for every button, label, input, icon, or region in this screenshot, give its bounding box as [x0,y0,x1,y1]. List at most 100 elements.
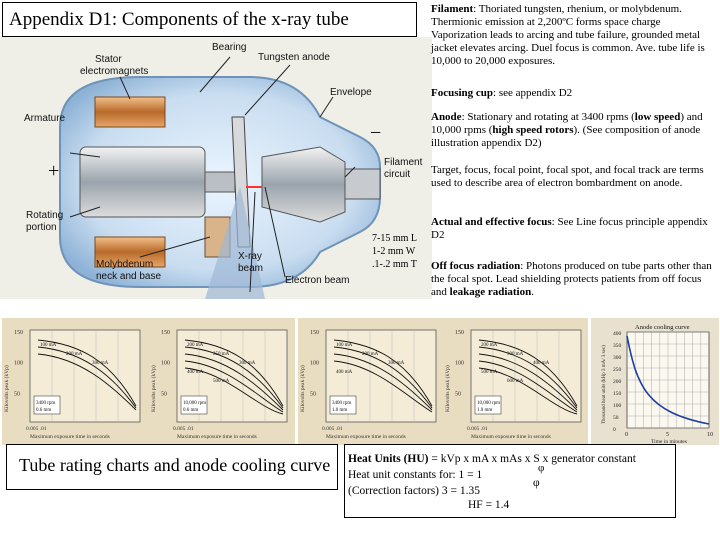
xray-tube-diagram: Stator electromagnets Bearing Tungsten a… [0,37,432,299]
series-label: 200 mA [362,352,379,357]
rating-curve [333,353,433,411]
heat-phi-sub: φ [538,462,545,474]
series-label: 100 mA [336,343,353,348]
note-off-focus-text: : Photons produced on tube parts other t… [431,260,712,298]
heat-formula-line: Heat Units (HU) = kVp x mA x mAs x S x g… [348,451,636,467]
x-tick-label: 0.005 .01 [173,426,194,432]
cooling-curve [626,335,710,425]
note-anode-low: low speed [634,111,681,123]
y-tick-label: 150 [455,330,464,336]
armature-rotor [79,146,206,218]
spec-focus: 1.0 mm [477,408,492,413]
cooling-y-tick: 200 [613,379,622,385]
x-tick-label: 0.005 .01 [26,426,47,432]
rating-curve [184,353,284,411]
spec-focus: 0.6 mm [36,408,51,413]
y-tick-label: 100 [455,361,464,367]
rotor-shaft [204,171,236,193]
heat-hf-line: HF = 1.4 [468,499,510,511]
note-anode-high: high speed rotors [492,124,574,136]
note-target: Target, focus, focal point, focal spot, … [431,164,713,190]
cooling-y-tick: 50 [613,415,619,421]
spec-box [180,395,208,415]
series-label: 400 mA [533,361,550,366]
y-axis-label: Kilovolts peak (kVp) [299,365,306,412]
spec-focus: 0.6 mm [183,408,198,413]
note-off-focus-end: . [531,286,534,298]
spec-rpm: 3400 rpm [332,401,351,406]
xray-beam [205,187,265,299]
series-label: 100 mA [40,343,57,348]
y-tick-label: 50 [14,391,20,397]
x-axis-label: Maximum exposure time in seconds [471,434,551,440]
rating-curve [333,339,433,407]
heat-units-term: Heat Units (HU) [348,453,429,465]
label-circuit: circuit [384,169,410,180]
y-tick-label: 150 [14,330,23,336]
tube-illustration: Stator electromagnets Bearing Tungsten a… [24,42,423,299]
rating-curve [478,353,578,411]
stator-block-top [94,96,166,128]
heat-constants-line: Heat unit constants for: 1 = 1 [348,469,483,481]
rating-curve [184,360,284,413]
rating-curve [184,346,284,409]
note-focusing-cup: Focusing cup: see appendix D2 [431,87,713,100]
note-off-focus: Off focus radiation: Photons produced on… [431,260,713,299]
note-anode-text2: ) and 10,000 rpms ( [431,111,703,136]
series-label: 400 mA [336,370,353,375]
label-envelope: Envelope [330,87,372,98]
label-filament: Filament [384,157,423,168]
label-tungsten-anode: Tungsten anode [258,52,330,63]
rating-curve [478,339,578,407]
cooling-x-tick: 5 [666,432,669,438]
series-label: 300 mA [239,361,256,366]
note-actual-text: : See Line focus principle appendix D2 [431,216,708,241]
spec-focus: 1.0 mm [332,408,347,413]
label-beam: beam [238,263,263,274]
note-off-focus-term: Off focus radiation [431,260,521,272]
series-label: 600 mA [507,379,524,384]
rating-curve [184,339,284,407]
heat-correction-line: (Correction factors) 3 = 1.35 [348,485,480,497]
series-label: 300 mA [388,361,405,366]
note-actual-term: Actual and effective focus [431,216,552,228]
caption-text: Tube rating charts and anode cooling cur… [19,455,331,475]
spec-rpm: 10,000 rpm [477,401,500,406]
stator-block-bottom [94,236,166,268]
cooling-y-tick: 400 [613,331,622,337]
series-label: 400 mA [187,370,204,375]
cooling-y-tick: 150 [613,391,622,397]
label-neck-base: neck and base [96,271,161,282]
label-molybdenum: Molybdenum [96,259,153,270]
cooling-y-tick: 100 [613,403,622,409]
dim-width: 1-2 mm W [372,246,416,257]
spec-rpm: 10,000 rpm [183,401,206,406]
series-label: 300 mA [92,361,109,366]
y-axis-label: Kilovolts peak (kVp) [444,365,451,412]
note-target-text: Target, focus, focal point, focal spot, … [431,164,704,189]
rating-curve [37,353,137,411]
cooling-y-tick: 0 [613,427,616,433]
heat-phi-2: φ [533,477,540,489]
note-focusing-term: Focusing cup [431,87,494,99]
note-focusing-text: : see appendix D2 [493,87,573,99]
label-stator: Stator [95,54,122,65]
note-anode-text1: : Stationary and rotating at 3400 rpms ( [461,111,635,123]
series-label: 300 mA [507,352,524,357]
note-filament: Filament: Thoriated tungsten, rhenium, o… [431,3,713,68]
label-portion: portion [26,222,57,233]
y-tick-label: 150 [310,330,319,336]
dim-thickness: .1-.2 mm T [372,259,417,270]
cooling-title: Anode cooling curve [635,324,690,331]
heat-units-formula: = kVp x mA x mAs x S x generator constan… [428,453,636,465]
x-tick-label: 0.005 .01 [322,426,343,432]
cooling-y-tick: 350 [613,343,622,349]
label-electromagnets: electromagnets [80,66,148,77]
x-axis-label: Maximum exposure time in seconds [326,434,406,440]
series-label: 200 mA [187,343,204,348]
